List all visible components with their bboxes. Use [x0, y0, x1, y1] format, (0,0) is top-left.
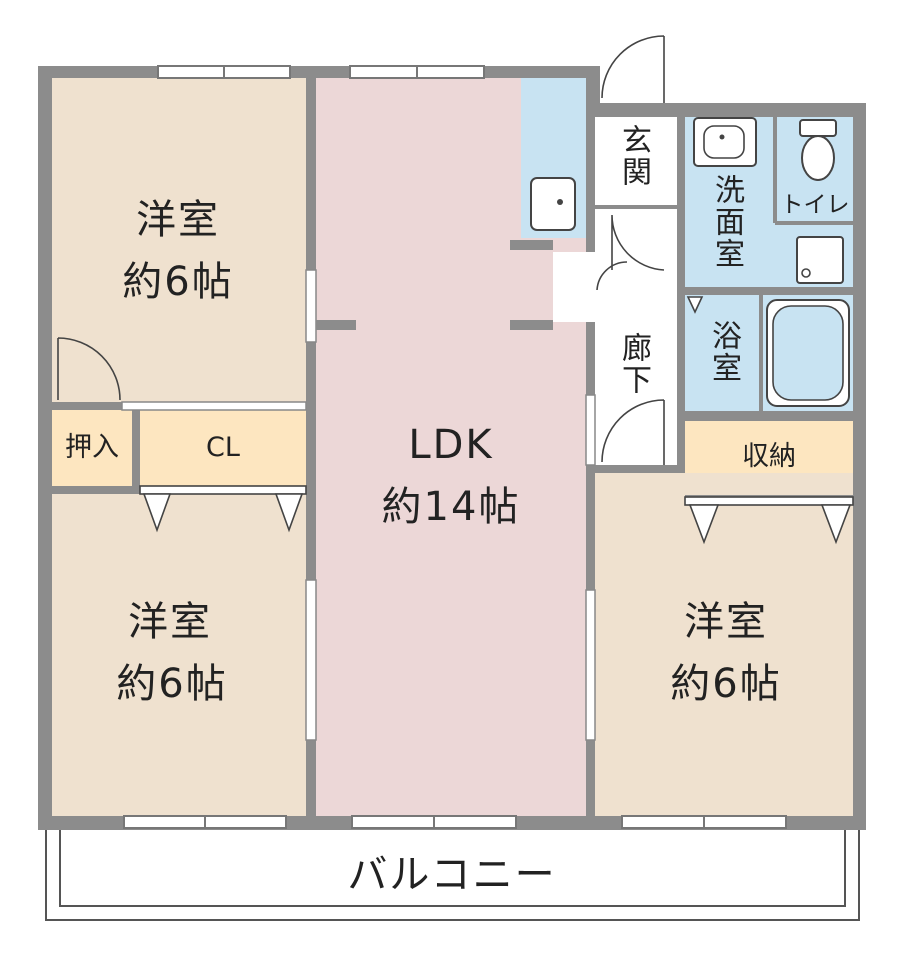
- hall-closet: [553, 252, 595, 322]
- label-balcony: バルコニー: [347, 852, 557, 898]
- room-western-right: [595, 473, 853, 816]
- room-size-western-top-left: 約6帖: [122, 259, 234, 305]
- room-name-western-top-left: 洋室: [136, 197, 220, 243]
- label-washroom: 洗面室: [709, 174, 744, 270]
- label-oshiire: 押入: [65, 432, 119, 463]
- room-name-western-right: 洋室: [684, 599, 768, 645]
- washing-machine-pan-icon: [796, 236, 844, 284]
- room-oshiire: [52, 410, 132, 486]
- room-cl: [140, 410, 306, 486]
- room-name-western-bottom-left: 洋室: [128, 599, 212, 645]
- label-entrance: 玄関: [616, 124, 651, 188]
- room-size-western-bottom-left: 約6帖: [116, 661, 228, 707]
- toilet-tank-icon: [799, 119, 837, 137]
- room-western-top-left: [52, 78, 306, 402]
- room-size-ldk: 約14帖: [381, 484, 521, 530]
- label-hallway: 廊下: [616, 332, 651, 396]
- kitchen-sink-icon: [530, 177, 576, 231]
- closet-door-symbols: [139, 296, 854, 545]
- label-toilet: トイレ: [780, 192, 850, 218]
- room-entrance: [595, 117, 677, 207]
- sink-drain-icon: [557, 199, 563, 205]
- label-cl: CL: [206, 432, 240, 463]
- sliding-doors: [121, 269, 596, 741]
- balcony-area: [45, 827, 860, 921]
- toilet-bowl-icon: [801, 135, 835, 181]
- door-swings: [57, 35, 665, 465]
- label-bathroom: 浴室: [706, 320, 741, 384]
- room-size-western-right: 約6帖: [670, 661, 782, 707]
- room-western-bottom-left: [52, 494, 306, 816]
- room-name-ldk: LDK: [408, 422, 494, 468]
- label-storage: 収納: [742, 441, 796, 472]
